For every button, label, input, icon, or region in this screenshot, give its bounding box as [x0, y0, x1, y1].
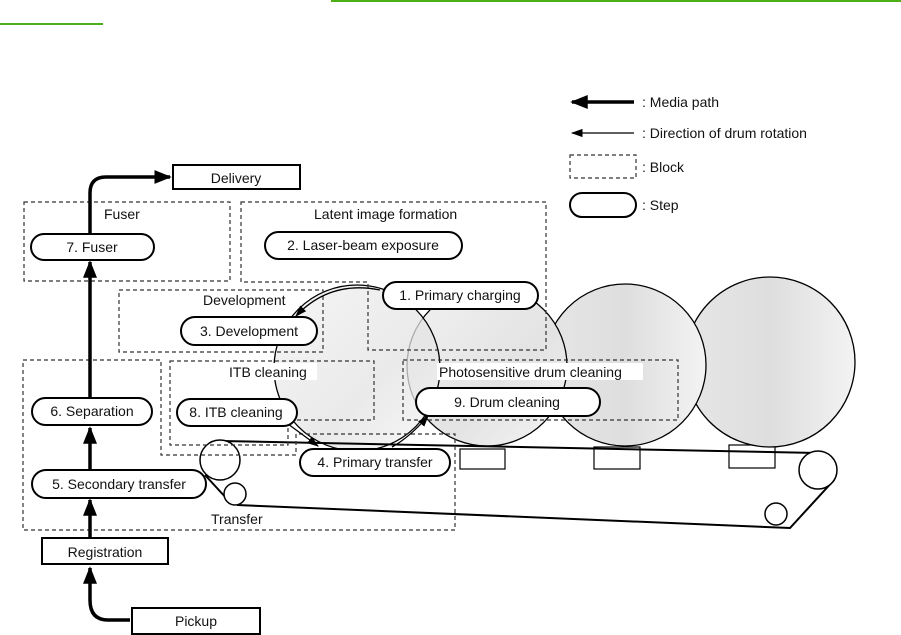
- step-7-fuser: [30, 233, 155, 261]
- step-3-label: 3. Development: [200, 323, 298, 339]
- drum-4-bracket: [728, 444, 776, 469]
- step-5-secondary-transfer: [31, 469, 207, 499]
- step-4-primary-transfer: [299, 448, 451, 477]
- block-transfer: [22, 359, 456, 531]
- itb-roller-small-left: [223, 482, 247, 506]
- step-5-label: 5. Secondary transfer: [52, 476, 186, 492]
- step-1-primary-charging: [382, 281, 539, 310]
- block-latent-label: Latent image formation: [314, 206, 457, 222]
- rotation-arrow-primary-transfer-to-drum-cleaning: [391, 415, 429, 448]
- step-8-itb-cleaning: [176, 398, 298, 427]
- legend-step-swatch: [569, 192, 637, 218]
- legend-media-path-label: : Media path: [642, 94, 719, 110]
- rotation-arrow-charging-to-development: [295, 287, 381, 317]
- block-fuser-label: Fuser: [104, 206, 140, 222]
- path-boxes: Delivery Registration Pickup: [41, 164, 301, 635]
- drum-4: [684, 276, 856, 448]
- media-path-fuser-to-delivery: [88, 170, 172, 234]
- step-3-development: [180, 316, 318, 346]
- step-6-label: 6. Separation: [50, 403, 133, 419]
- drum-3-bracket: [593, 446, 641, 470]
- block-itb-cleaning: [169, 360, 375, 446]
- legend-rotation-label: : Direction of drum rotation: [642, 125, 807, 141]
- rotation-arrows: [287, 287, 429, 448]
- block-itb-cleaning-label: ITB cleaning: [229, 364, 307, 380]
- step-9-drum-cleaning: [415, 387, 601, 417]
- itb-roller-small-right: [764, 502, 788, 526]
- step-9-label: 9. Drum cleaning: [454, 394, 560, 410]
- delivery-box: [172, 164, 301, 190]
- step-8-label: 8. ITB cleaning: [189, 404, 282, 420]
- block-drum-cleaning: [402, 359, 679, 421]
- step-7-label: 7. Fuser: [66, 239, 118, 255]
- steps: 1. Primary charging 2. Laser-beam exposu…: [30, 231, 601, 499]
- blocks: Fuser Latent image formation Development…: [22, 201, 679, 531]
- media-path: [83, 170, 172, 622]
- legend-block-swatch: [569, 154, 637, 179]
- block-development: [118, 289, 324, 353]
- step-2-laser-beam-exposure: [264, 231, 463, 260]
- block-latent-image-formation: [240, 201, 547, 351]
- block-fuser: [23, 201, 231, 282]
- legend: : Media path : Direction of drum rotatio…: [569, 94, 807, 218]
- registration-box: [41, 537, 169, 565]
- itb-belt-assembly: [199, 439, 838, 530]
- block-drum-cleaning-label: Photosensitive drum cleaning: [439, 364, 622, 380]
- itb-roller-right: [798, 450, 838, 490]
- step-1-label: 1. Primary charging: [399, 287, 520, 303]
- pickup-box: [131, 607, 261, 635]
- itb-drive-roller-left: [199, 439, 241, 481]
- drum-2-bracket: [459, 448, 506, 470]
- delivery-label: Delivery: [211, 170, 262, 186]
- block-transfer-label: Transfer: [211, 511, 263, 527]
- step-2-label: 2. Laser-beam exposure: [287, 237, 439, 253]
- pickup-label: Pickup: [175, 613, 217, 629]
- step-4-label: 4. Primary transfer: [317, 454, 432, 470]
- media-path-pickup-to-registration: [83, 566, 130, 622]
- legend-block-label: : Block: [642, 159, 685, 175]
- rotation-arrow-itb-cleaning-to-primary-transfer: [287, 423, 319, 447]
- block-development-label: Development: [203, 292, 286, 308]
- legend-step-label: : Step: [642, 197, 679, 213]
- registration-label: Registration: [68, 544, 143, 560]
- step-6-separation: [31, 397, 153, 426]
